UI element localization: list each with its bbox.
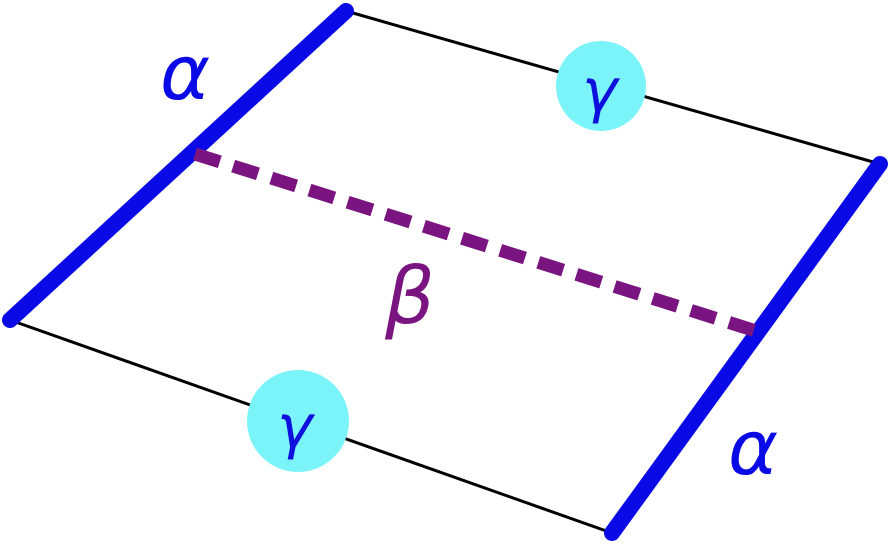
gamma-top-label: γ (582, 56, 621, 126)
alpha-left-edge (2, 3, 354, 328)
beta-label: β (384, 252, 435, 342)
beta-dashed-line (193, 147, 758, 338)
gamma-bottom-circle (247, 370, 349, 472)
alpha-left-label: α (160, 28, 210, 117)
alpha-right-edge (604, 156, 888, 541)
gamma-bottom-label: γ (277, 392, 316, 462)
gamma-top-circle (556, 41, 646, 131)
alpha-right-label: α (728, 403, 778, 492)
